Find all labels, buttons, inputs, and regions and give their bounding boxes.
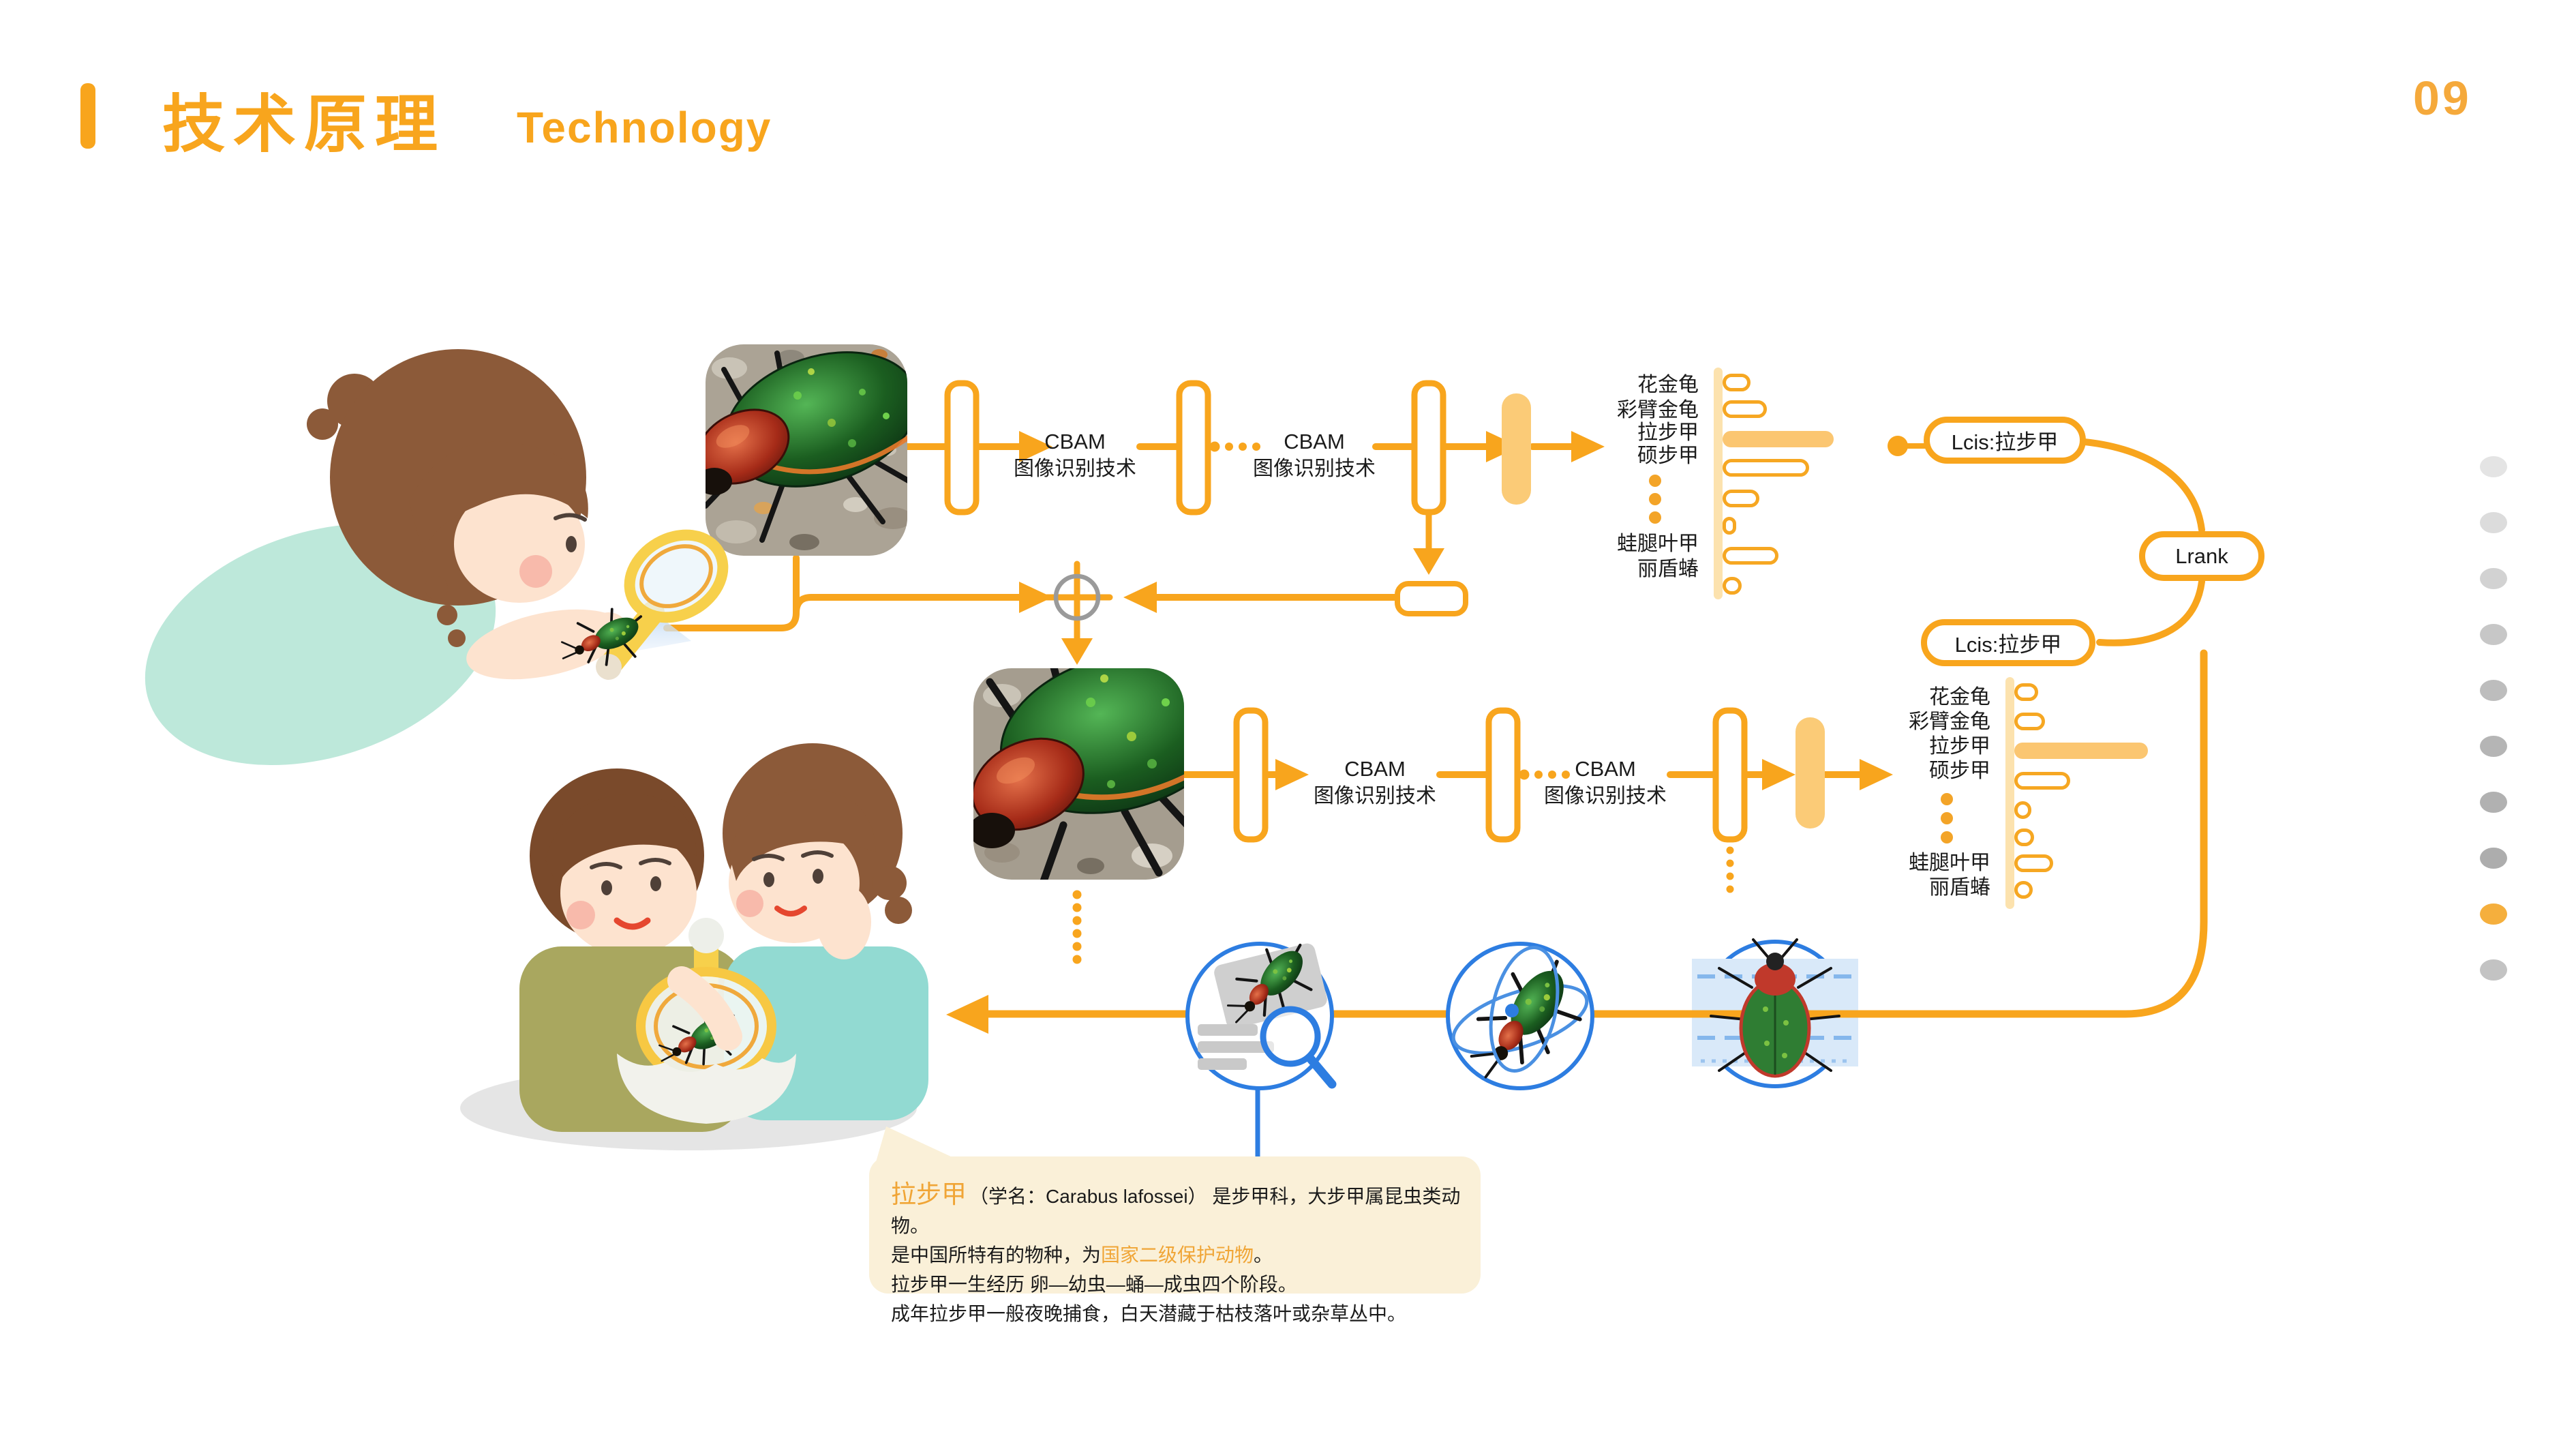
rank-arcs bbox=[2081, 438, 2205, 646]
merge-plus-icon bbox=[1041, 561, 1113, 665]
chart1-label: 硕步甲 bbox=[1637, 445, 1699, 467]
species-info-box: 拉步甲（学名：Carabus lafossei） 是步甲科，大步甲属昆虫类动物。… bbox=[869, 1156, 1481, 1324]
chart2-label: 蛙腿叶甲 bbox=[1909, 852, 1990, 874]
beetle-top-view-icon bbox=[1710, 938, 1840, 1078]
chart1-axis bbox=[1649, 368, 1908, 599]
slide-nav-dot[interactable] bbox=[2480, 680, 2507, 701]
chart2-axis bbox=[1941, 677, 2014, 909]
beetle-photo-2 bbox=[973, 668, 1184, 880]
slide-nav-dot[interactable] bbox=[2480, 959, 2507, 981]
page-title: 技术原理 bbox=[162, 90, 446, 160]
cbam-label-row1-b: CBAM 图像识别技术 bbox=[1253, 430, 1376, 480]
row2-arrowheads bbox=[1275, 759, 1893, 790]
slide-nav-dot-active[interactable] bbox=[2480, 903, 2507, 925]
slide-nav-dot[interactable] bbox=[2480, 568, 2507, 589]
slide-nav-dot[interactable] bbox=[2480, 456, 2507, 477]
slide-nav-dot[interactable] bbox=[2480, 792, 2507, 813]
result-pill-bottom: Lcis:拉步甲 bbox=[1921, 619, 2095, 666]
chart2-label: 丽盾蝽 bbox=[1929, 876, 1990, 899]
slide-nav-dot[interactable] bbox=[2480, 848, 2507, 869]
chart2-label: 硕步甲 bbox=[1929, 760, 1990, 782]
main-return-connector bbox=[946, 649, 2208, 1034]
chart2-label: 拉步甲 bbox=[1929, 735, 1990, 758]
cbam-label-row2-a: CBAM 图像识别技术 bbox=[1314, 757, 1436, 807]
row1-feature-blocks bbox=[944, 380, 1531, 616]
protected-species-link[interactable]: 国家二级保护动物 bbox=[1101, 1244, 1254, 1266]
search-icon bbox=[1260, 1006, 1337, 1089]
cbam-label-row1-a: CBAM 图像识别技术 bbox=[1014, 430, 1136, 480]
chart1-label: 蛙腿叶甲 bbox=[1617, 533, 1699, 555]
page-number: 09 bbox=[2413, 72, 2472, 125]
slide-nav-dot[interactable] bbox=[2480, 512, 2507, 533]
slide-nav-dot[interactable] bbox=[2480, 624, 2507, 645]
chart1-label: 彩臂金龟 bbox=[1617, 399, 1699, 421]
row2-ellipsis-dots bbox=[1072, 769, 1734, 964]
chart1-label: 丽盾蝽 bbox=[1637, 558, 1699, 580]
chart2-label: 花金龟 bbox=[1929, 686, 1990, 708]
info-box-tail bbox=[876, 1126, 963, 1162]
info-line-4: 成年拉步甲一般夜晚捕食，白天潜藏于枯枝落叶或杂草丛中。 bbox=[891, 1303, 1407, 1324]
chart1-label: 花金龟 bbox=[1637, 374, 1699, 396]
row2-feature-blocks bbox=[1233, 707, 1825, 843]
slide-nav-dot[interactable] bbox=[2480, 736, 2507, 757]
title-accent-bar bbox=[80, 83, 95, 149]
row1-flow-lines bbox=[663, 443, 1929, 631]
result-pill-top: Lcis:拉步甲 bbox=[1924, 417, 2086, 464]
row1-ellipsis-dots bbox=[1209, 441, 1260, 452]
species-term: 拉步甲 bbox=[891, 1180, 967, 1208]
children-observing-illustration bbox=[460, 743, 928, 1150]
page-subtitle: Technology bbox=[517, 103, 772, 152]
row1-arrowheads bbox=[1019, 431, 1605, 613]
result-circle-record bbox=[1185, 934, 1337, 1090]
info-line-3: 拉步甲一生经历 卵—幼虫—蛹—成虫四个阶段。 bbox=[891, 1274, 1297, 1295]
rank-pill: Lrank bbox=[2139, 531, 2264, 581]
girl-observing-illustration bbox=[145, 349, 729, 766]
chart2-label: 彩臂金龟 bbox=[1909, 711, 1990, 733]
result-circle-measure bbox=[1692, 938, 1858, 1088]
beetle-photo-1 bbox=[706, 344, 907, 556]
chart1-label: 拉步甲 bbox=[1637, 421, 1699, 444]
cbam-label-row2-b: CBAM 图像识别技术 bbox=[1544, 757, 1667, 807]
info-line-1: 拉步甲（学名：Carabus lafossei） 是步甲科，大步甲属昆虫类动物。 bbox=[891, 1180, 1461, 1236]
result-circle-3d-scan bbox=[1446, 942, 1598, 1092]
info-line-2: 是中国所特有的物种，为国家二级保护动物。 bbox=[891, 1244, 1273, 1266]
